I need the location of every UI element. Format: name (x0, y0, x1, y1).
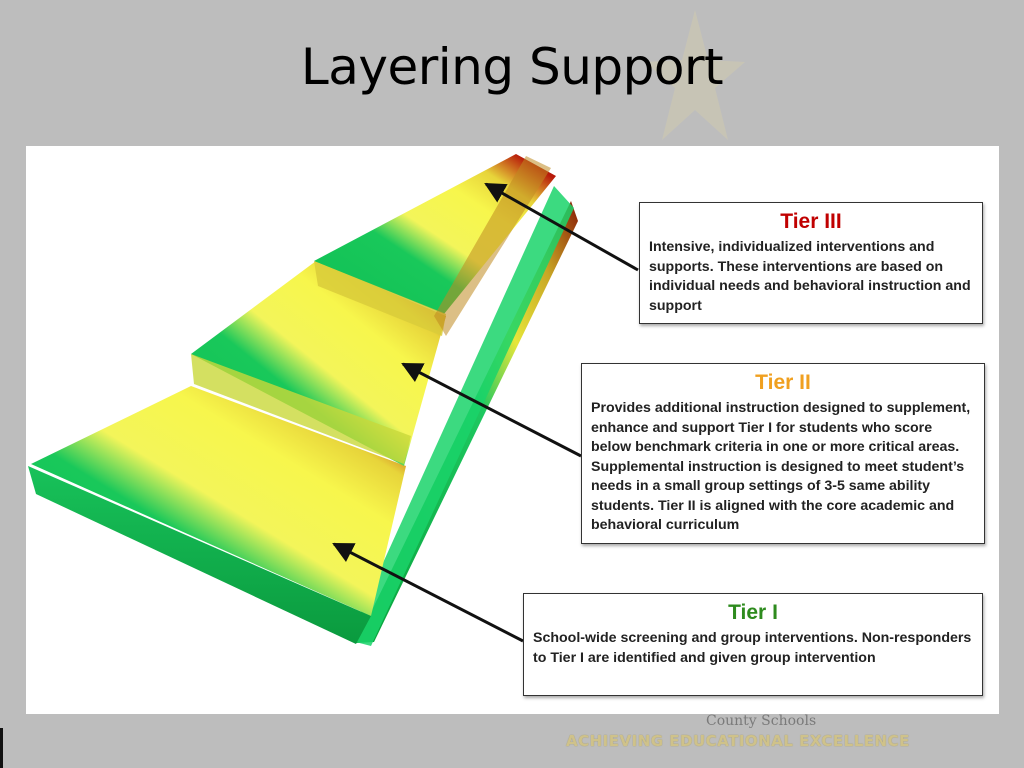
page-title: Layering Support (300, 38, 724, 96)
tier3-arrow (484, 182, 639, 272)
diagram-panel: Tier III Intensive, individualized inter… (26, 146, 999, 714)
county-schools-logo-text: County Schools (706, 713, 817, 729)
tier1-description-box: Tier I School-wide screening and group i… (523, 593, 983, 696)
tier1-step-front (28, 466, 371, 644)
tier3-description-box: Tier III Intensive, individualized inter… (639, 202, 983, 324)
tier2-description-box: Tier II Provides additional instruction … (581, 363, 985, 544)
tier2-step-front (191, 354, 411, 464)
tier1-step-top (31, 386, 406, 616)
tier1-arrow (332, 542, 524, 643)
tier-staircase-diagram (28, 154, 639, 646)
tier3-step-front (314, 261, 446, 336)
tier3-description: Intensive, individualized interventions … (649, 239, 971, 314)
tier2-step-top (191, 261, 446, 466)
staircase-outer-side (348, 186, 574, 646)
tier1-description: School-wide screening and group interven… (533, 630, 972, 666)
tier2-title: Tier II (755, 371, 811, 394)
tier2-description: Provides additional instruction designed… (591, 400, 971, 533)
tier1-title: Tier I (728, 601, 778, 624)
tier3-ridge (434, 156, 551, 336)
slide-edge-divider (0, 728, 3, 768)
footer-motto: ACHIEVING EDUCATIONAL EXCELLENCE (566, 732, 910, 750)
watermark-star-icon (645, 10, 745, 140)
tier2-arrow (401, 362, 582, 458)
tier3-title: Tier III (780, 210, 842, 233)
